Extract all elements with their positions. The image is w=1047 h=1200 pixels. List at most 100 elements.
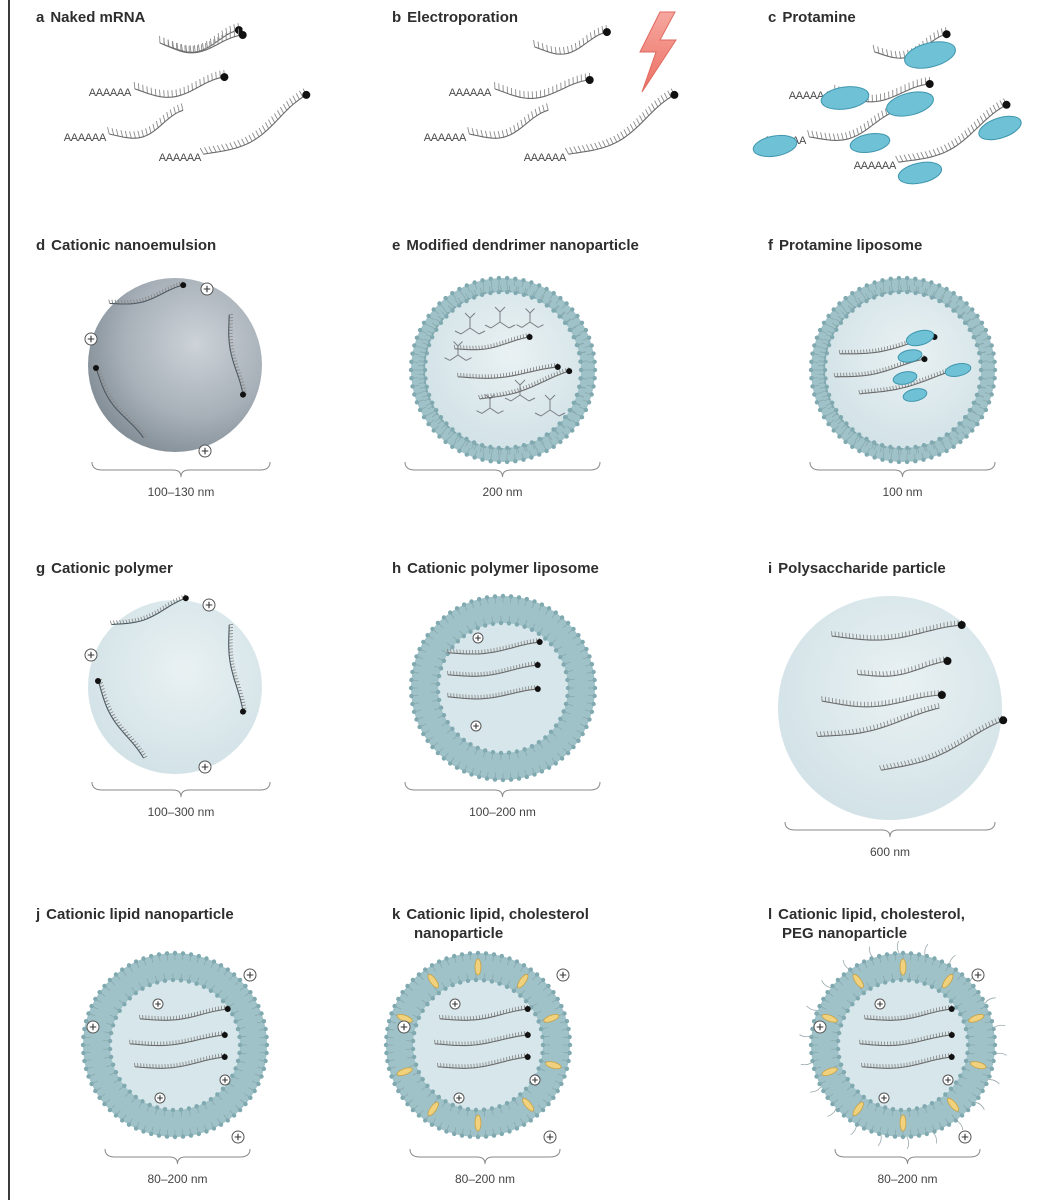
cholesterol-icon [545, 1061, 562, 1070]
positive-charge-icon [84, 332, 98, 346]
panel-k-lipid-cholesterol-nanoparticle: 80–200 nm [383, 950, 573, 1186]
mrna-strand-icon [453, 333, 533, 351]
lipid-layer [808, 275, 998, 465]
positive-charge-icon [198, 444, 212, 458]
cap-dot-icon [921, 356, 928, 363]
cap-dot-icon [948, 1032, 955, 1038]
lipid-layer [418, 285, 588, 455]
cap-dot-icon [238, 31, 247, 39]
positive-charge-icon [84, 648, 98, 662]
lipid-layer [80, 950, 270, 1140]
lightning-bolt-icon [639, 11, 677, 93]
size-brace: 600 nm [784, 821, 996, 859]
cap-dot-icon [240, 391, 246, 398]
cap-dot-icon [957, 621, 966, 629]
positive-charge-icon [152, 998, 164, 1010]
cap-dot-icon [524, 1032, 531, 1038]
cap-dot-icon [180, 282, 187, 289]
positive-charge-icon [543, 1130, 557, 1144]
cholesterol-icon [947, 1097, 960, 1112]
size-brace: 200 nm [404, 461, 601, 499]
mrna-strand-icon [856, 656, 952, 677]
cholesterol-icon [474, 1114, 482, 1132]
positive-charge-icon [813, 1020, 827, 1034]
dendrimer-icon [516, 308, 544, 328]
positive-charge-icon [86, 1020, 100, 1034]
protamine-ellipse-icon [897, 349, 923, 363]
size-brace: 100–300 nm [91, 781, 271, 819]
lipid-layer [408, 593, 598, 783]
cap-dot-icon [221, 1032, 228, 1038]
size-brace: 80–200 nm [834, 1148, 981, 1186]
protamine-ellipse-icon [904, 41, 956, 69]
dendrimer-icon [534, 394, 566, 417]
panel-h-cationic-polymer-liposome: 100–200 nm [404, 593, 601, 819]
mrna-strand-icon [129, 1030, 228, 1047]
dendrimer-icon [454, 312, 486, 335]
protamine-ellipse-icon [902, 388, 928, 402]
cap-dot-icon [585, 76, 594, 84]
size-label: 80–200 nm [147, 1172, 207, 1186]
positive-charge-icon [470, 720, 482, 732]
positive-charge-icon [231, 1130, 245, 1144]
lipid-layer [103, 972, 247, 1118]
cap-dot-icon [240, 708, 246, 715]
mrna-strand-icon [108, 281, 187, 305]
size-brace: 80–200 nm [409, 1148, 561, 1186]
positive-charge-icon [472, 632, 484, 644]
mrna-strand-icon: AAAAAA [524, 88, 679, 164]
size-brace: 100 nm [809, 461, 996, 499]
cap-dot-icon [224, 1006, 231, 1012]
nanoemulsion-droplet [88, 278, 262, 452]
positive-charge-icon [453, 1092, 465, 1104]
positive-charge-icon [958, 1130, 972, 1144]
mrna-strand-icon [859, 1030, 955, 1047]
cholesterol-icon [474, 958, 482, 976]
lipid-layer [431, 615, 575, 761]
protamine-ellipse-icon [897, 161, 943, 185]
cholesterol-icon [517, 973, 529, 989]
mrna-strand-icon [109, 594, 189, 626]
mrna-strand-icon [447, 684, 541, 700]
mrna-strand-icon [228, 313, 247, 398]
protamine-ellipse-icon [752, 134, 798, 158]
lipid-layer [831, 972, 975, 1118]
cholesterol-icon [821, 1013, 838, 1023]
poly-a-tail-label: AAAAAA [64, 132, 107, 144]
cap-dot-icon [220, 73, 229, 82]
cholesterol-icon [427, 973, 439, 989]
panel-d-cationic-nanoemulsion: 100–130 nm [84, 278, 271, 499]
positive-charge-icon [200, 282, 214, 296]
positive-charge-icon [878, 1092, 890, 1104]
cap-dot-icon [999, 716, 1008, 725]
positive-charge-icon [971, 968, 985, 982]
mrna-strand-icon [831, 619, 966, 641]
cholesterol-icon [821, 1067, 838, 1077]
cap-dot-icon [302, 90, 311, 99]
mrna-strand-icon: AAAAAA [159, 88, 311, 164]
mrna-strand-icon [447, 660, 541, 677]
size-brace: 80–200 nm [104, 1148, 251, 1186]
lipid-layer [818, 285, 988, 455]
positive-charge-icon [942, 1074, 954, 1086]
cap-dot-icon [566, 368, 573, 375]
dendrimer-icon [444, 341, 472, 361]
cap-dot-icon [948, 1054, 955, 1060]
positive-charge-icon [529, 1074, 541, 1086]
cholesterol-icon [942, 973, 954, 989]
cap-dot-icon [937, 691, 946, 699]
mrna-strand-icon [879, 715, 1008, 771]
lipid-layer [808, 950, 998, 1140]
size-label: 80–200 nm [455, 1172, 515, 1186]
mrna-strand-icon [437, 1052, 531, 1069]
positive-charge-icon [154, 1092, 166, 1104]
positive-charge-icon [243, 968, 257, 982]
